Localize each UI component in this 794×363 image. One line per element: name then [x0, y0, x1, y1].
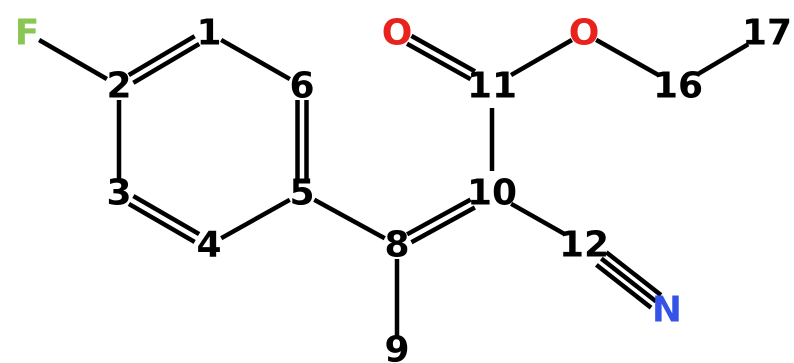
bond-11-O1-a	[410, 33, 477, 74]
atom-label-3: 3	[106, 173, 131, 214]
atom-label-n: N	[652, 290, 682, 331]
atom-label-2: 2	[106, 66, 131, 107]
bond-4-3-a	[132, 194, 201, 237]
bond-2-1-a	[132, 42, 201, 85]
bond-12-N-a	[599, 256, 658, 304]
bond-10-12	[510, 201, 566, 237]
bond-8-10-a	[410, 205, 476, 245]
bond-4-3-b	[127, 201, 196, 244]
atom-label-16: 16	[653, 66, 703, 107]
bond-11-O1-b	[405, 41, 472, 82]
bond-2-1-b	[127, 34, 196, 77]
atom-label-o1: O	[382, 13, 413, 54]
atom-label-10: 10	[467, 173, 517, 214]
bond-5-8	[313, 197, 386, 241]
atom-label-8: 8	[384, 225, 409, 266]
atom-label-f: F	[15, 13, 40, 54]
atom-label-9: 9	[384, 330, 409, 363]
bond-O2-16	[595, 37, 660, 78]
bond-5-4	[220, 197, 291, 241]
bond-12-N-c	[604, 250, 663, 297]
atom-label-17: 17	[742, 13, 792, 54]
bond-F-2	[38, 38, 108, 81]
atom-label-o2: O	[569, 13, 600, 54]
bond-16-17	[695, 42, 750, 77]
atom-label-6: 6	[289, 66, 314, 107]
atom-label-4: 4	[196, 225, 221, 266]
bond-12-N-b	[595, 263, 653, 310]
bond-8-10-b	[406, 197, 472, 237]
bond-1-6	[220, 37, 291, 82]
atom-label-5: 5	[289, 173, 314, 214]
atom-label-11: 11	[467, 66, 517, 107]
bonds-layer	[38, 33, 750, 336]
bond-11-O2	[509, 38, 573, 77]
atom-label-12: 12	[559, 225, 609, 266]
atom-label-1: 1	[196, 13, 221, 54]
